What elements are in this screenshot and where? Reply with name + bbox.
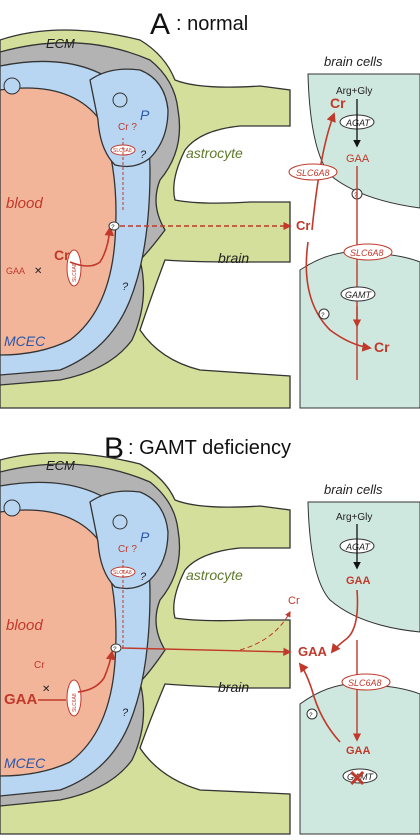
- slc6a8-transporter-label-b: SLC6A8: [72, 693, 78, 712]
- pericyte-shape-b: [89, 490, 169, 590]
- slc6a8-transporter-label: SLC6A8: [72, 263, 78, 282]
- gaa-blood: GAA: [6, 266, 25, 276]
- question-cell-label: ?: [354, 193, 358, 199]
- slc6a8-top: [288, 163, 338, 181]
- slc6a8-bottom: [343, 243, 393, 261]
- slc6a8-top-label: SLC6A8: [296, 168, 330, 178]
- brain-cell-bottom: [299, 251, 420, 409]
- cr-cell-top: Cr: [330, 95, 346, 111]
- ecm-label-b: ECM: [46, 458, 75, 473]
- cr-brain: Cr: [296, 218, 310, 233]
- astrocyte-label-b: astrocyte: [186, 567, 243, 583]
- question-transporter: [108, 221, 120, 231]
- question-pericyte: ?: [140, 149, 147, 161]
- mcec-label: MCEC: [4, 333, 46, 349]
- gaa-cell: GAA: [346, 153, 370, 165]
- panel-b: B : GAMT deficiency ECM blood MCEC P ast…: [0, 432, 420, 835]
- blood-label: blood: [6, 195, 43, 212]
- gaa-blood-b: GAA: [4, 691, 38, 708]
- gamt-enzyme: [340, 286, 376, 302]
- cr-mid-b: Cr: [288, 595, 300, 607]
- cr-question-b: Cr ?: [118, 544, 137, 555]
- gamt-label-b: GAMT: [347, 772, 375, 782]
- slc6a8-transporter-b: [66, 679, 82, 717]
- pericyte-nucleus-b: [112, 514, 128, 530]
- gamt-deficiency-mark: ✕: [348, 766, 366, 791]
- slc6a8-bottom-label: SLC6A8: [350, 248, 384, 258]
- brain-cells-label-b: brain cells: [324, 482, 383, 497]
- slc6a8-pericyte-label: SLC6A8: [113, 148, 132, 154]
- panel-a-letter: A: [150, 8, 170, 41]
- brain-cells-label: brain cells: [324, 54, 383, 69]
- blocked-mark: ✕: [34, 266, 42, 277]
- arg-gly: Arg+Gly: [336, 86, 372, 97]
- cr-uptake-bottom: [305, 241, 372, 352]
- cr-uptake-top: [311, 112, 336, 231]
- ecm-label: ECM: [46, 36, 75, 51]
- gamt-label: GAMT: [345, 290, 373, 300]
- blood-lumen-b: [0, 509, 117, 777]
- brain-label: brain: [218, 250, 249, 266]
- agat-label: AGAT: [345, 118, 371, 128]
- arg-gly-b: Arg+Gly: [336, 512, 372, 523]
- question-pericyte-b: ?: [140, 571, 147, 583]
- slc6a8-bottom-b: [341, 673, 391, 691]
- cr-uptake-arrow: [69, 226, 115, 267]
- question-astro: ?: [122, 281, 129, 293]
- question-transporter-b: [110, 643, 122, 653]
- gaa-cell-b: GAA: [346, 575, 371, 587]
- slc6a8-pericyte-label-b: SLC6A8: [113, 570, 132, 576]
- question-bottom: [318, 308, 330, 320]
- question-transporter-label-b: ?: [113, 647, 117, 653]
- panel-b-letter: B: [104, 432, 124, 465]
- panel-b-title: : GAMT deficiency: [128, 437, 291, 459]
- question-bottom-label: ?: [321, 313, 325, 319]
- question-astro-b: ?: [122, 707, 129, 719]
- gamt-enzyme-b: [342, 768, 378, 784]
- mcec-label-b: MCEC: [4, 755, 46, 771]
- cr-blood: Cr: [54, 247, 70, 263]
- cr-question: Cr ?: [118, 122, 137, 133]
- blocked-mark-b: ✕: [42, 684, 50, 695]
- gaa-uptake-arrow: [77, 650, 116, 693]
- question-transporter-label: ?: [111, 225, 115, 231]
- cr-cell-bottom: Cr: [374, 339, 390, 355]
- gaa-to-brain-arrow: [121, 647, 292, 657]
- blood-lumen: [0, 87, 117, 356]
- question-bottom-label-b: ?: [309, 713, 313, 719]
- cr-dashed-arrow: [239, 610, 291, 651]
- astrocyte-label: astrocyte: [186, 145, 243, 161]
- pericyte-shape: [89, 68, 169, 168]
- brain-cell-top-b: [307, 501, 420, 633]
- agat-label-b: AGAT: [345, 542, 371, 552]
- panel-a-title: : normal: [176, 13, 248, 35]
- pericyte-nucleus: [112, 92, 128, 108]
- gaa-cell-bottom-b: GAA: [346, 745, 371, 757]
- gaa-mid-b: GAA: [298, 644, 328, 659]
- endothelial-nucleus-b: [3, 499, 21, 517]
- pericyte-label-b: P: [140, 529, 150, 545]
- endothelial-nucleus: [3, 77, 21, 95]
- cr-blood-b: Cr: [34, 660, 45, 671]
- slc6a8-bottom-label-b: SLC6A8: [348, 678, 382, 688]
- blood-label-b: blood: [6, 617, 43, 634]
- gaa-efflux-arrow: [330, 589, 359, 654]
- panel-a: A : normal ECM blood MCEC P astrocyte br…: [0, 8, 420, 409]
- brain-label-b: brain: [218, 679, 249, 695]
- slc6a8-transporter: [66, 249, 82, 287]
- pericyte-label: P: [140, 107, 150, 123]
- gaa-uptake-bottom-b: [298, 662, 341, 743]
- question-bottom-b: [306, 708, 318, 720]
